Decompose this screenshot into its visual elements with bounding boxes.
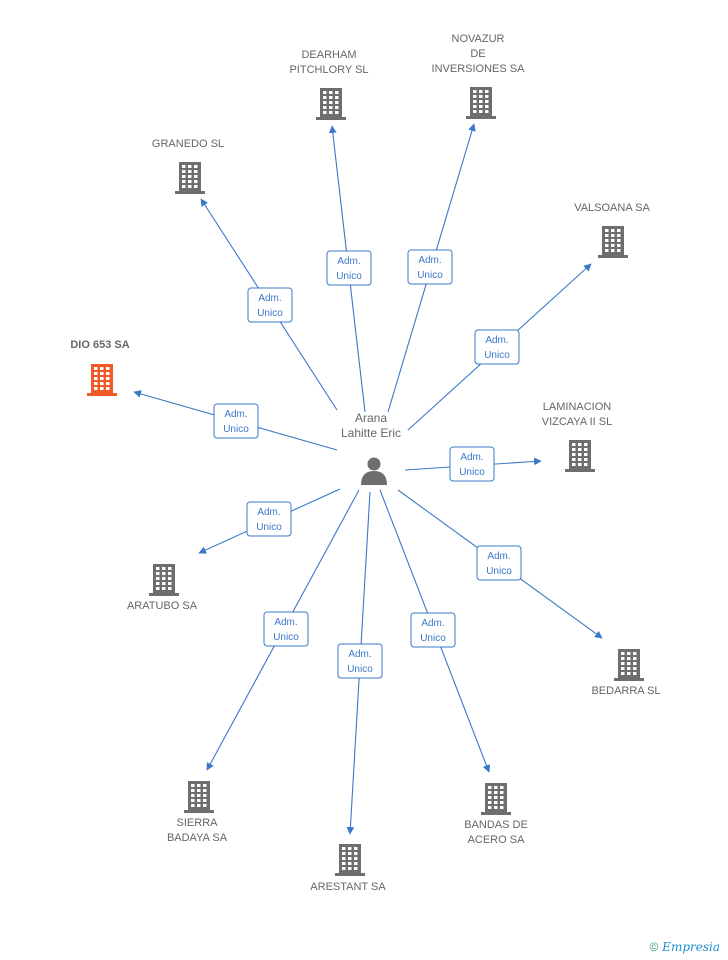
node-label-line: BEDARRA SL <box>591 685 660 697</box>
edge-dearham: Adm. Unico <box>326 125 372 413</box>
edge-role-badge[interactable]: Adm. Unico <box>476 545 522 581</box>
company-node-bandas[interactable]: BANDAS DE ACERO SA <box>464 783 528 846</box>
node-label-line: INVERSIONES SA <box>432 63 526 75</box>
company-node-bedarra[interactable]: BEDARRA SL <box>591 649 661 697</box>
edge-role-text: Unico <box>257 308 283 319</box>
node-label-line: DEARHAM <box>301 49 356 61</box>
edge-role-badge[interactable]: Adm. Unico <box>263 611 309 647</box>
node-label-line: Arana <box>355 411 387 425</box>
company-node-arestant[interactable]: ARESTANT SA <box>310 844 386 893</box>
company-node-laminacion[interactable]: LAMINACION VIZCAYA II SL <box>542 401 613 472</box>
edge-role-text: Adm. <box>337 256 360 267</box>
company-node-novazur[interactable]: NOVAZUR DE INVERSIONES SA <box>432 33 526 119</box>
edge-role-text: Adm. <box>485 335 508 346</box>
node-label-line: Lahitte Eric <box>341 426 401 440</box>
node-label-line: GRANEDO SL <box>152 138 224 150</box>
edge-role-text: Unico <box>417 270 443 281</box>
edge-bedarra: Adm. Unico <box>397 489 603 639</box>
building-icon <box>598 226 628 258</box>
node-label-line: ARESTANT SA <box>310 881 386 893</box>
edge-role-text: Adm. <box>348 649 371 660</box>
edge-laminacion: Adm. Unico <box>404 446 542 482</box>
edge-role-badge[interactable]: Adm. Unico <box>410 612 456 648</box>
building-icon <box>149 564 179 596</box>
node-label-line: PITCHLORY SL <box>289 64 368 76</box>
brand-initial: E <box>662 940 671 954</box>
edge-role-text: Adm. <box>274 617 297 628</box>
building-icon <box>316 88 346 120</box>
node-label-line: DE <box>470 48 485 60</box>
edge-role-text: Unico <box>420 633 446 644</box>
edge-role-badge[interactable]: Adm. Unico <box>449 446 495 482</box>
building-icon <box>175 162 205 194</box>
edges-layer: Adm.UnicoAdm.UnicoAdm.UnicoAdm.UnicoAdm.… <box>133 123 603 835</box>
edge-role-badge[interactable]: Adm. Unico <box>247 287 293 323</box>
edge-role-text: Adm. <box>257 507 280 518</box>
building-icon <box>481 783 511 815</box>
node-label-line: ARATUBO SA <box>127 600 198 612</box>
company-node-granedo[interactable]: GRANEDO SL <box>152 138 224 194</box>
building-icon <box>614 649 644 681</box>
node-label-line: NOVAZUR <box>452 33 505 45</box>
copyright-symbol: © <box>649 940 659 954</box>
edge-role-badge[interactable]: Adm. Unico <box>326 250 372 286</box>
node-label-line: BADAYA SA <box>167 832 228 844</box>
edge-role-text: Unico <box>486 566 512 577</box>
node-label-line: LAMINACION <box>543 401 612 413</box>
edge-role-badge[interactable]: Adm. Unico <box>407 249 453 285</box>
empresia-credit[interactable]: © Empresia <box>650 940 721 954</box>
node-label-line: SIERRA <box>177 817 219 829</box>
company-node-sierra[interactable]: SIERRA BADAYA SA <box>167 781 228 844</box>
node-label-line: DIO 653 SA <box>70 339 129 351</box>
edge-role-text: Adm. <box>460 452 483 463</box>
building-icon <box>466 87 496 119</box>
edge-role-badge[interactable]: Adm. Unico <box>213 403 259 439</box>
edge-sierra: Adm. Unico <box>206 489 360 771</box>
company-node-aratubo[interactable]: ARATUBO SA <box>127 564 198 612</box>
edge-role-badge[interactable]: Adm. Unico <box>337 643 383 679</box>
edge-role-text: Unico <box>459 467 485 478</box>
node-label-line: VALSOANA SA <box>574 202 650 214</box>
person-icon <box>361 457 387 485</box>
edge-bandas: Adm. Unico <box>379 489 491 773</box>
edge-role-text: Unico <box>347 664 373 675</box>
building-icon <box>335 844 365 876</box>
edge-role-text: Unico <box>223 424 249 435</box>
company-node-valsoana[interactable]: VALSOANA SA <box>574 202 650 258</box>
edge-role-text: Adm. <box>418 255 441 266</box>
node-label-line: BANDAS DE <box>464 819 528 831</box>
edge-role-text: Adm. <box>224 409 247 420</box>
edge-role-text: Unico <box>256 522 282 533</box>
edge-role-text: Unico <box>273 632 299 643</box>
edge-role-text: Adm. <box>258 293 281 304</box>
company-node-dearham[interactable]: DEARHAM PITCHLORY SL <box>289 49 369 120</box>
edge-role-text: Adm. <box>487 551 510 562</box>
edge-granedo: Adm. Unico <box>200 198 338 411</box>
company-node-dio653[interactable]: DIO 653 SA <box>70 339 130 396</box>
brand-rest: mpresia <box>670 940 720 954</box>
building-icon <box>184 781 214 813</box>
edge-role-text: Adm. <box>421 618 444 629</box>
edge-novazur: Adm. Unico <box>387 123 476 413</box>
edge-valsoana: Adm. Unico <box>407 263 592 431</box>
edge-dio653: Adm. Unico <box>133 390 338 451</box>
building-icon <box>565 440 595 472</box>
node-label-line: VIZCAYA II SL <box>542 416 613 428</box>
edge-role-text: Unico <box>484 350 510 361</box>
edge-arestant: Adm. Unico <box>337 491 383 835</box>
edge-aratubo: Adm. Unico <box>198 488 341 554</box>
edge-role-badge[interactable]: Adm. Unico <box>246 501 292 537</box>
edge-role-text: Unico <box>336 271 362 282</box>
edge-role-badge[interactable]: Adm. Unico <box>474 329 520 365</box>
node-label-line: ACERO SA <box>468 834 526 846</box>
building-icon <box>87 364 117 396</box>
